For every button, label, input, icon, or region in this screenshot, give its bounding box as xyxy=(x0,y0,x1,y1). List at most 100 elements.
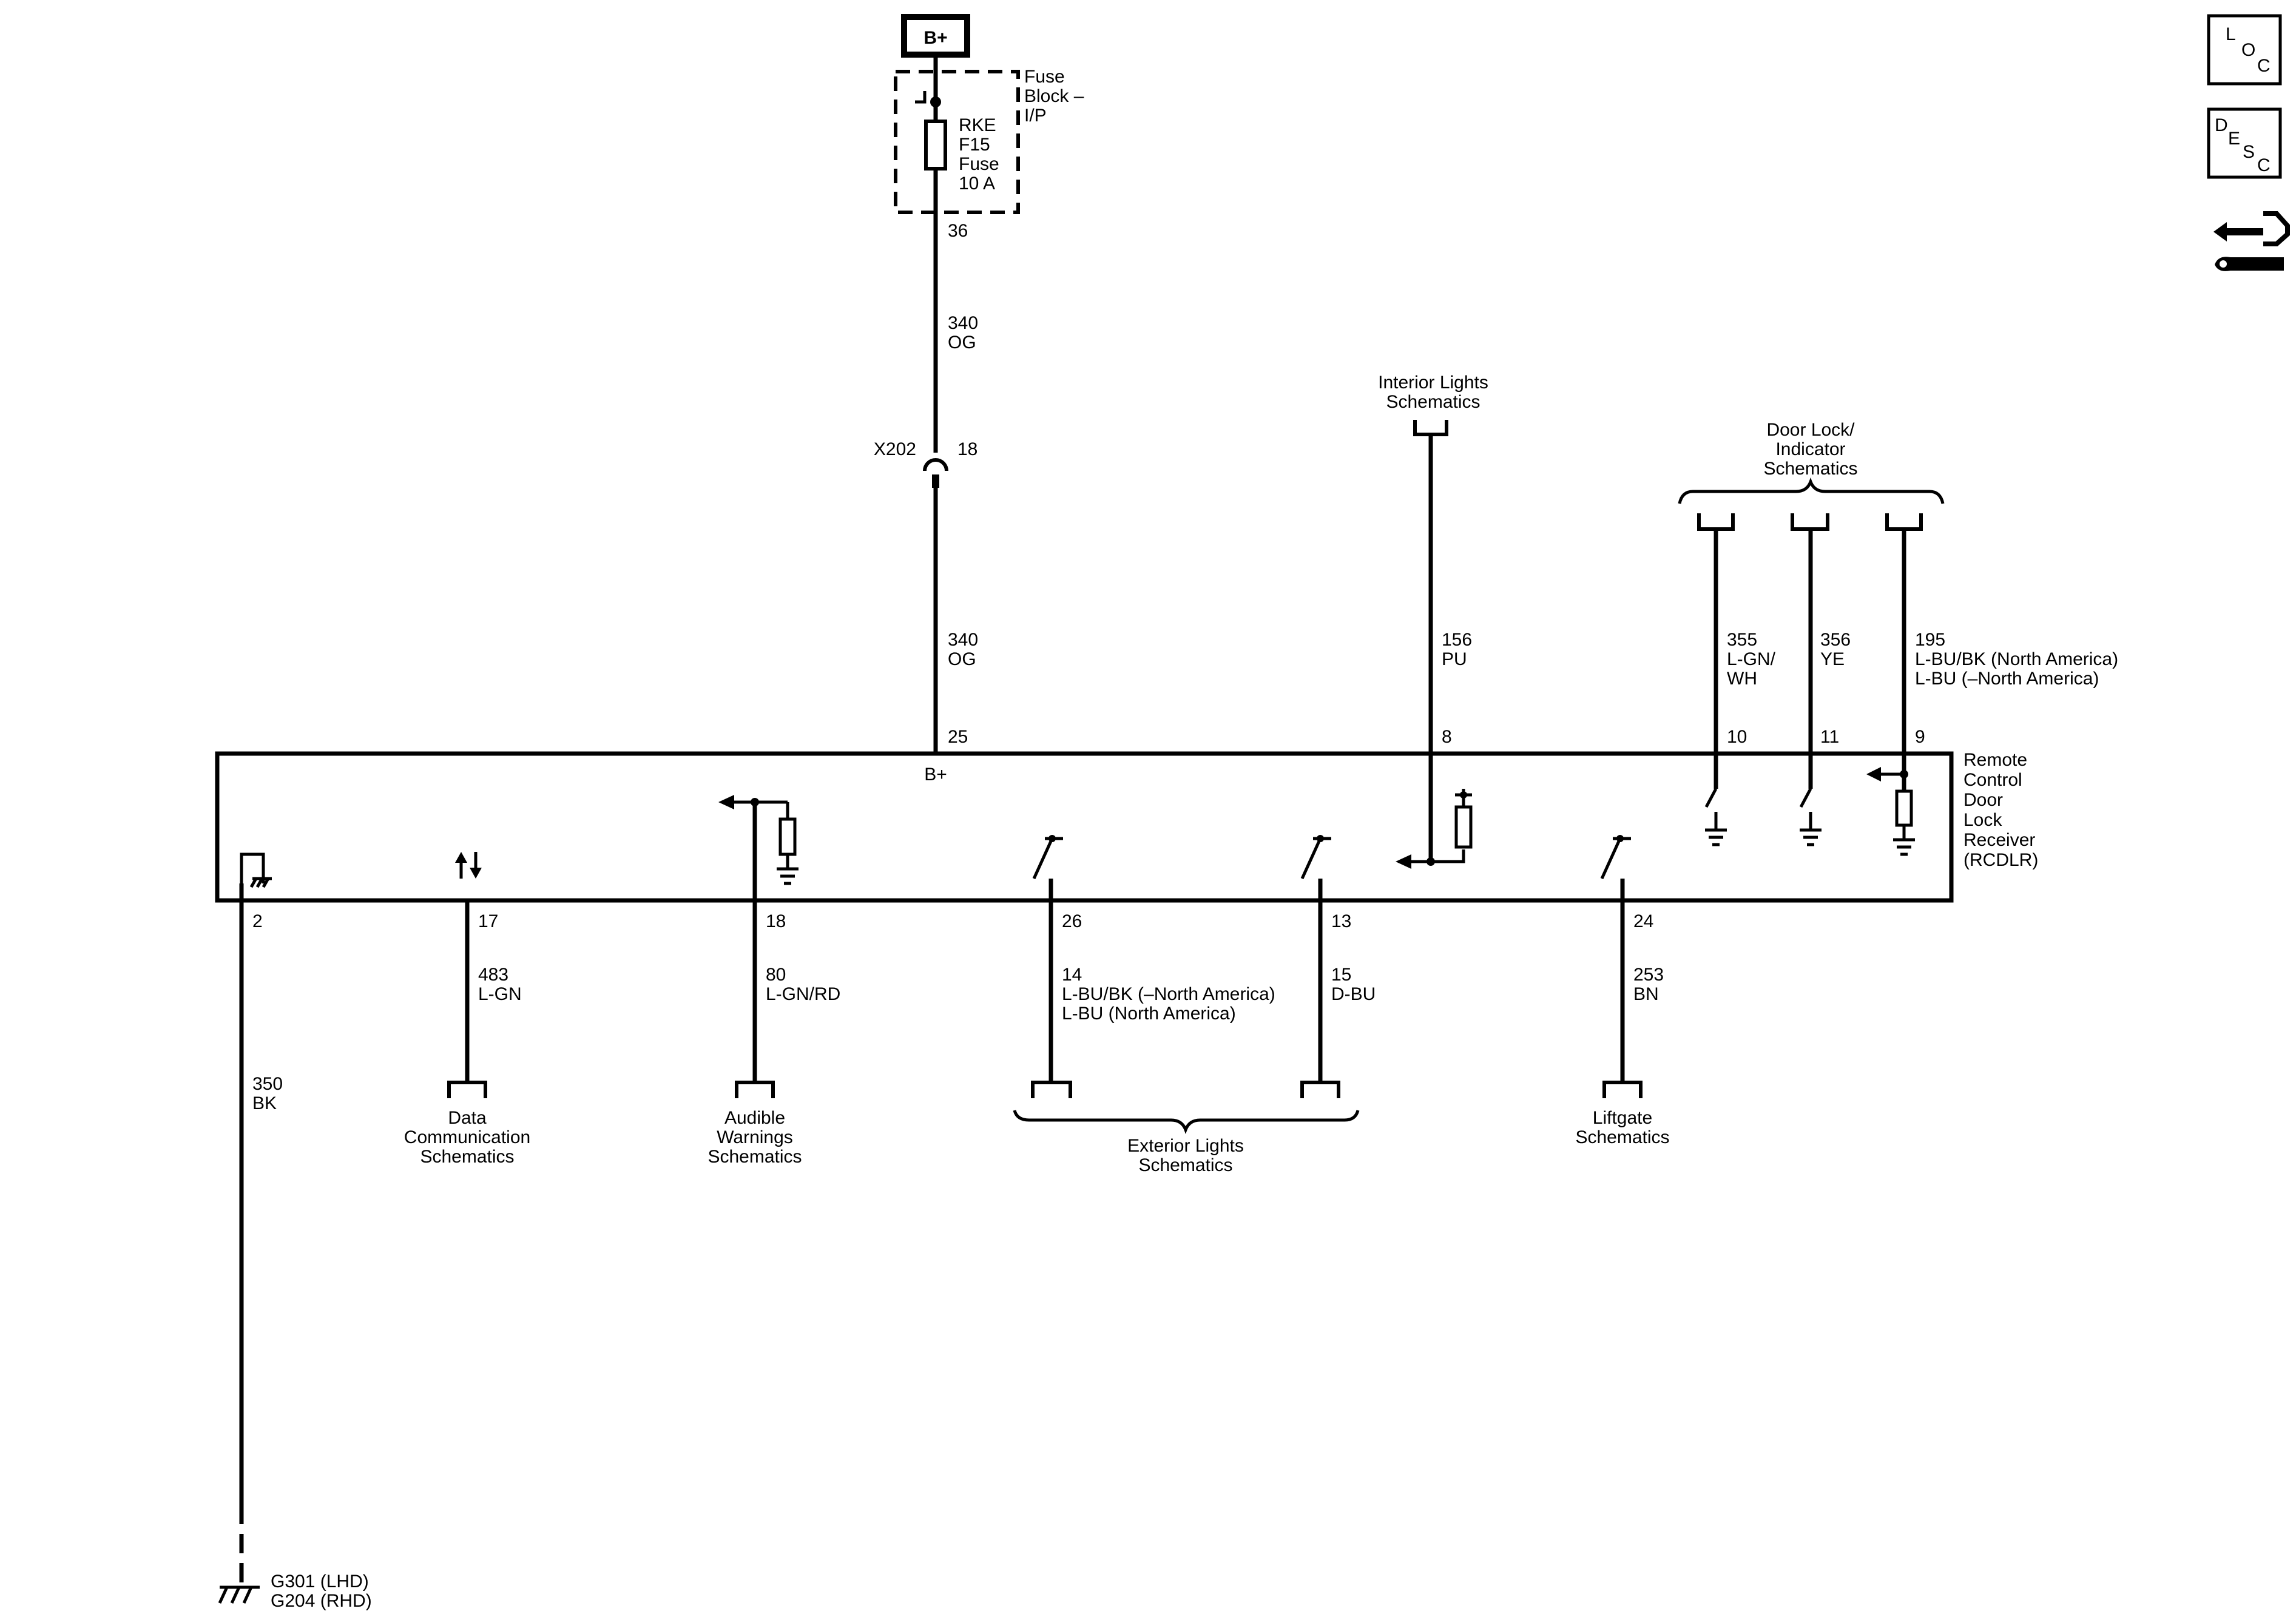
audible-warnings-label-1: Audible xyxy=(724,1108,785,1128)
x202-connector-female xyxy=(923,458,948,471)
door-lock-brace xyxy=(1678,477,1945,504)
data-comm-label-1: Data xyxy=(448,1108,487,1128)
exterior-lights-label-1: Exterior Lights xyxy=(1127,1136,1244,1156)
fuse-block: B+ Fuse Block – I/P RKE F15 Fuse 10 A 36 xyxy=(894,14,1084,241)
audible-warnings-circuit: 18 80 L-GN/RD Audible Warnings Schematic… xyxy=(707,795,840,1167)
connector-tool-icon[interactable] xyxy=(2213,211,2290,271)
door-lock-9-wire-number: 195 xyxy=(1915,630,1945,650)
door-lock-11-pin: 11 xyxy=(1820,727,1839,747)
interior-lights-wire-number: 156 xyxy=(1442,630,1472,650)
data-comm-connector-symbol xyxy=(447,1081,487,1098)
door-lock-connector-10 xyxy=(1697,513,1735,531)
door-lock-10-wire-number: 355 xyxy=(1727,630,1757,650)
desc-icon[interactable]: D E S C xyxy=(2207,107,2282,179)
door-lock-10-pin: 10 xyxy=(1727,727,1747,747)
exterior-13-wire-number: 15 xyxy=(1331,965,1351,985)
door-lock-label-1: Door Lock/ xyxy=(1766,420,1855,440)
door-lock-connector-9 xyxy=(1885,513,1923,531)
supply-upper-wire-number: 340 xyxy=(948,313,978,333)
fuse-block-label-1: Fuse xyxy=(1024,67,1065,87)
interior-lights-label-1: Interior Lights xyxy=(1378,373,1488,393)
door-lock-9-wire-color-2: L-BU (–North America) xyxy=(1915,669,2099,689)
fuse-block-label-3: I/P xyxy=(1024,106,1047,126)
interior-lights-wire-color: PU xyxy=(1442,649,1467,669)
exterior-26-wire-number: 14 xyxy=(1062,965,1082,985)
module-name-4: Lock xyxy=(1963,810,2002,830)
svg-text:L: L xyxy=(2226,24,2236,44)
b-plus-source-box xyxy=(901,14,970,58)
loc-icon[interactable]: L O C xyxy=(2207,14,2282,86)
audible-warnings-label-3: Schematics xyxy=(707,1147,802,1167)
ground-pin: 2 xyxy=(252,911,263,931)
ground-location-rhd: G204 (RHD) xyxy=(271,1591,372,1611)
exterior-lights-brace xyxy=(1013,1110,1360,1135)
exterior-lights-label-2: Schematics xyxy=(1138,1155,1232,1175)
serial-data-icon xyxy=(455,852,482,879)
x202-connector-male xyxy=(932,474,939,488)
fuse-label-3: Fuse xyxy=(959,154,999,174)
door-lock-11-wire-number: 356 xyxy=(1820,630,1851,650)
door-lock-label-2: Indicator xyxy=(1775,439,1845,459)
data-comm-pin: 17 xyxy=(478,911,498,931)
x202-connector-label: X202 xyxy=(874,439,916,459)
module-name-2: Control xyxy=(1963,770,2022,790)
door-lock-11-wire-color: YE xyxy=(1820,649,1845,669)
module-name-3: Door xyxy=(1963,790,2003,810)
svg-text:D: D xyxy=(2215,115,2228,135)
data-comm-wire-color: L-GN xyxy=(478,984,522,1004)
door-lock-9-pin: 9 xyxy=(1915,727,1925,747)
fuse-pin: 36 xyxy=(948,221,968,241)
svg-text:C: C xyxy=(2257,56,2271,76)
fuse-block-label-2: Block – xyxy=(1024,86,1084,106)
supply-lower-wire-color: OG xyxy=(948,649,976,669)
b-plus-source-label: B+ xyxy=(923,28,947,48)
liftgate-label-2: Schematics xyxy=(1575,1127,1669,1147)
exterior-26-connector-symbol xyxy=(1031,1081,1072,1098)
audible-warnings-connector-symbol xyxy=(735,1081,775,1098)
door-lock-10-wire-color-1: L-GN/ xyxy=(1727,649,1776,669)
door-lock-circuits: Door Lock/ Indicator Schematics 355 L-GN… xyxy=(1678,420,2118,856)
module-name-6: (RCDLR) xyxy=(1963,850,2038,870)
module-name-1: Remote xyxy=(1963,750,2027,770)
svg-text:C: C xyxy=(2257,155,2271,175)
audible-warnings-label-2: Warnings xyxy=(717,1127,793,1147)
fuse-block-outline xyxy=(894,70,1020,214)
data-comm-label-2: Communication xyxy=(404,1127,530,1147)
liftgate-label-1: Liftgate xyxy=(1593,1108,1652,1128)
rcdlr-module xyxy=(215,751,1954,903)
door-lock-10-wire-color-2: WH xyxy=(1727,669,1757,689)
door-lock-connector-11 xyxy=(1791,513,1829,531)
svg-text:S: S xyxy=(2243,142,2255,162)
ground-wire-number: 350 xyxy=(252,1074,283,1094)
supply-lower-wire-number: 340 xyxy=(948,630,978,650)
liftgate-connector-symbol xyxy=(1602,1081,1643,1098)
fuse-label-1: RKE xyxy=(959,115,996,135)
module-name-5: Receiver xyxy=(1963,830,2035,850)
data-communication-circuit: 17 483 L-GN Data Communication Schematic… xyxy=(404,852,530,1167)
exterior-lights-circuits: 26 14 L-BU/BK (–North America) L-BU (Nor… xyxy=(1013,835,1376,1175)
data-comm-label-3: Schematics xyxy=(420,1147,514,1167)
fuse-label-4: 10 A xyxy=(959,174,995,194)
audible-warnings-wire-color: L-GN/RD xyxy=(766,984,840,1004)
exterior-26-pin: 26 xyxy=(1062,911,1082,931)
ground-location-lhd: G301 (LHD) xyxy=(271,1571,369,1592)
module-b-plus-label: B+ xyxy=(924,765,947,785)
liftgate-wire-number: 253 xyxy=(1633,965,1664,985)
liftgate-circuit: 24 253 BN Liftgate Schematics xyxy=(1575,835,1670,1147)
exterior-26-wire-color-1: L-BU/BK (–North America) xyxy=(1062,984,1275,1004)
x202-connector-pin: 18 xyxy=(957,439,977,459)
interior-lights-circuit: Interior Lights Schematics 156 PU 8 xyxy=(1378,373,1488,869)
liftgate-pin: 24 xyxy=(1633,911,1653,931)
interior-lights-connector-symbol xyxy=(1413,420,1448,436)
interior-lights-pin: 8 xyxy=(1442,727,1452,747)
exterior-13-pin: 13 xyxy=(1331,911,1351,931)
door-lock-label-3: Schematics xyxy=(1763,459,1857,479)
internal-ground-symbol xyxy=(240,852,265,883)
fuse-label-2: F15 xyxy=(959,135,990,155)
svg-text:E: E xyxy=(2228,129,2240,149)
liftgate-wire-color: BN xyxy=(1633,984,1659,1004)
audible-warnings-wire-number: 80 xyxy=(766,965,786,985)
interior-lights-label-2: Schematics xyxy=(1386,392,1480,412)
exterior-26-wire-color-2: L-BU (North America) xyxy=(1062,1004,1236,1024)
